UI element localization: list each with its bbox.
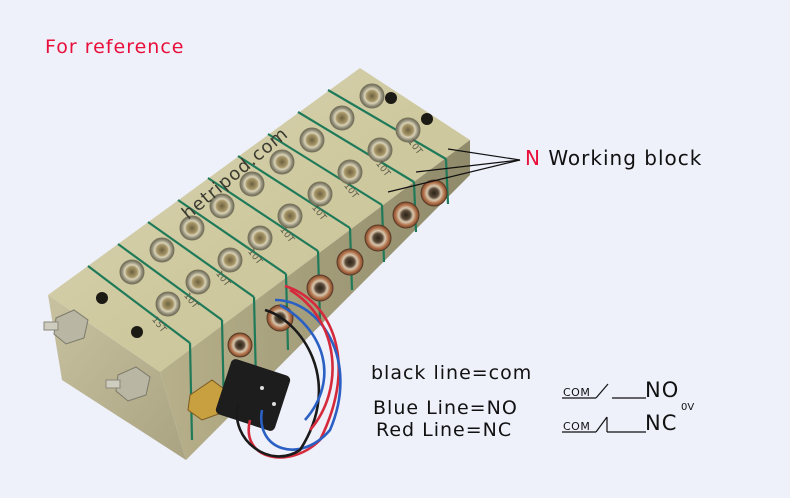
switch-no-terminal: NO [645,378,680,402]
outlet-fittings [227,179,448,358]
callout-prefix: N [525,146,541,170]
manifold-top-face [48,68,470,372]
switch-nc-com-label: COM [563,420,591,433]
callout-label: Working block [548,146,703,170]
switch-symbol [562,383,646,433]
switch-no-com-label: COM [563,386,591,399]
switch-voltage-label: 0V [681,402,695,413]
wire-legend-blue: Blue Line=NO [373,397,518,419]
wires [235,284,342,459]
working-block-callout: N Working block [525,146,702,170]
hex-plugs [119,83,421,317]
page-title: For reference [45,36,185,58]
mounting-holes [96,92,433,338]
wire-legend-black: black line=com [371,362,533,384]
wire-legend-red: Red Line=NC [376,419,513,441]
callout-leaders [387,148,521,193]
pressure-switch [187,359,291,431]
end-bolts [43,309,151,402]
switch-nc-terminal: NC [645,411,678,435]
